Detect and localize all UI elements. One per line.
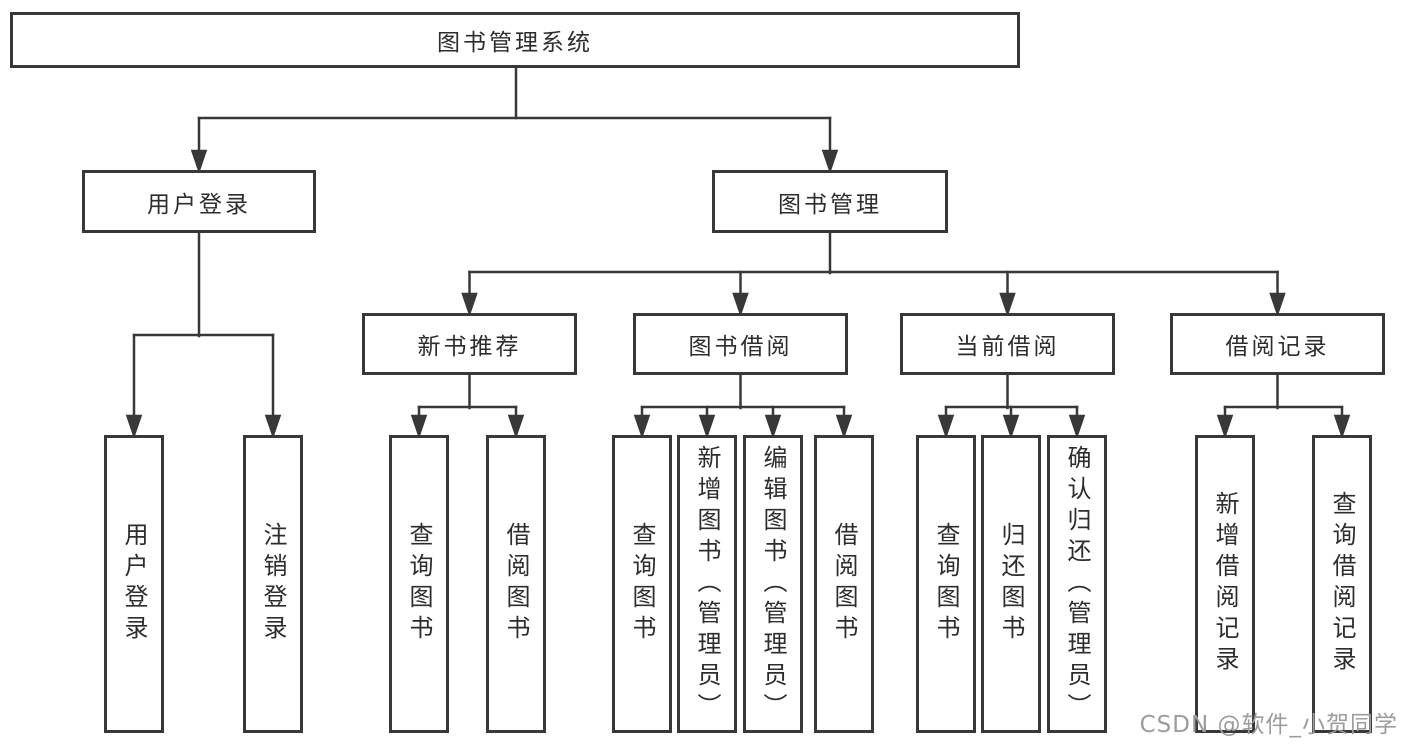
leaf-borrow-books-borrowing: 借阅图书 [814, 435, 874, 733]
leaf-logout: 注销登录 [243, 435, 303, 733]
csdn-watermark: CSDN @软件_小贺同学 [1139, 712, 1398, 738]
node-label: 图书借阅 [688, 334, 793, 360]
node-user-login-group: 用户登录 [82, 170, 316, 233]
node-current-borrowing: 当前借阅 [900, 313, 1115, 375]
node-label: 新书推荐 [417, 334, 522, 360]
node-book-borrowing: 图书借阅 [633, 313, 848, 375]
node-label: 借阅图书 [502, 522, 530, 646]
node-label: 编辑图书（管理员） [759, 444, 787, 724]
node-label: 查询图书 [405, 522, 433, 646]
node-label: 新增图书（管理员） [693, 444, 721, 724]
node-library-management-system: 图书管理系统 [10, 12, 1020, 68]
node-label: 借阅记录 [1225, 334, 1330, 360]
node-label: 用户登录 [147, 191, 251, 218]
leaf-query-books-current: 查询图书 [916, 435, 976, 733]
leaf-edit-book-admin: 编辑图书（管理员） [743, 435, 803, 733]
leaf-confirm-return-admin: 确认归还（管理员） [1047, 435, 1107, 733]
node-label: 用户登录 [120, 522, 148, 646]
leaf-user-login: 用户登录 [104, 435, 164, 733]
leaf-return-book: 归还图书 [981, 435, 1041, 733]
leaf-query-borrow-record: 查询借阅记录 [1312, 435, 1372, 733]
node-label: 归还图书 [997, 522, 1025, 646]
leaf-query-books-borrowing: 查询图书 [612, 435, 672, 733]
node-label: 借阅图书 [830, 522, 858, 646]
node-label: 查询图书 [932, 522, 960, 646]
node-label: 确认归还（管理员） [1063, 444, 1091, 724]
node-new-book-recommend: 新书推荐 [362, 313, 577, 375]
node-borrowing-records: 借阅记录 [1170, 313, 1385, 375]
node-label: 查询借阅记录 [1328, 491, 1356, 677]
leaf-add-borrow-record: 新增借阅记录 [1195, 435, 1255, 733]
node-label: 新增借阅记录 [1211, 491, 1239, 677]
node-label: 注销登录 [259, 522, 287, 646]
leaf-borrow-books-recommend: 借阅图书 [486, 435, 546, 733]
node-label: 图书管理 [778, 191, 882, 218]
node-book-management: 图书管理 [712, 170, 948, 233]
leaf-query-books-recommend: 查询图书 [389, 435, 449, 733]
node-label: 查询图书 [628, 522, 656, 646]
leaf-add-book-admin: 新增图书（管理员） [677, 435, 737, 733]
node-label: 当前借阅 [955, 334, 1060, 360]
node-label: 图书管理系统 [437, 30, 593, 56]
